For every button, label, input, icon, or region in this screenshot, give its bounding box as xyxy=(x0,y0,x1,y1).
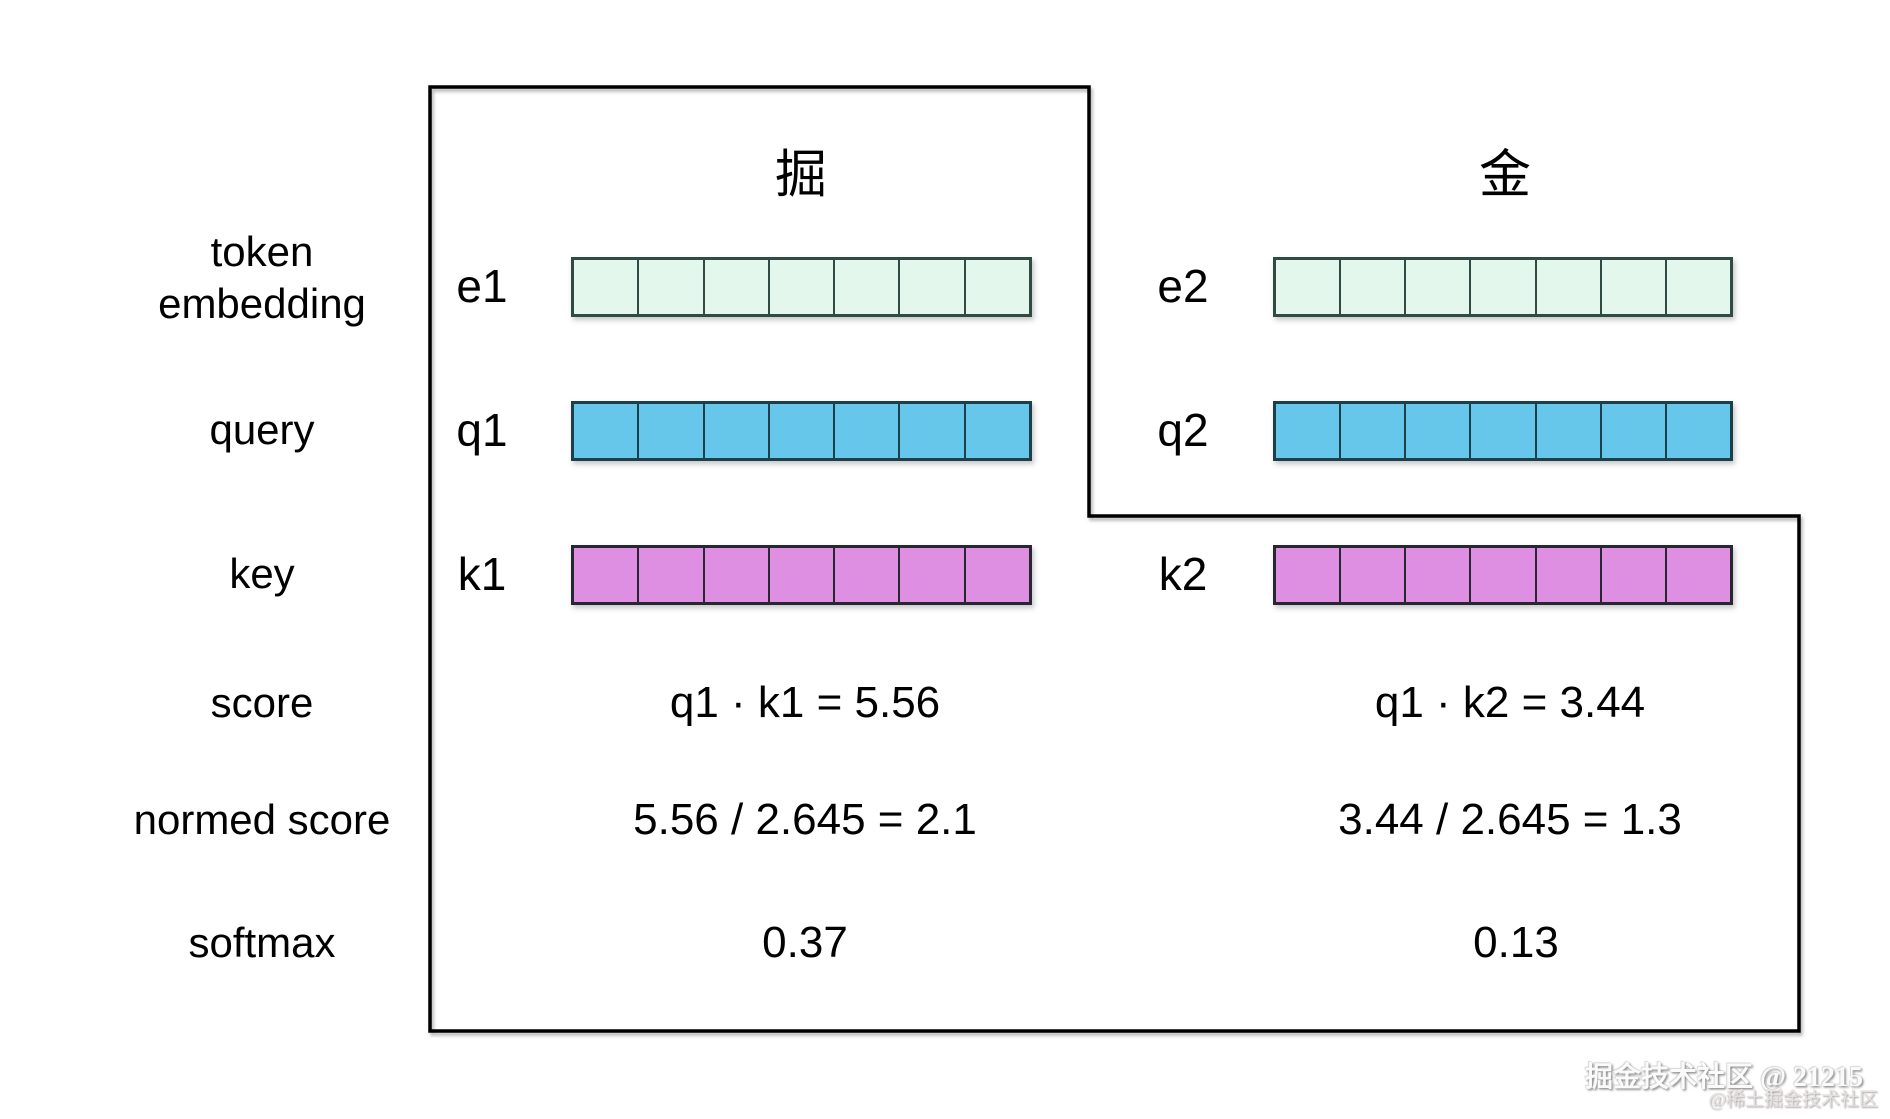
vector-cell xyxy=(1667,260,1730,314)
watermark-community-line1: 掘金技术社区 @ 21215 xyxy=(1584,1062,1863,1093)
vector-label-k2: k2 xyxy=(1158,548,1208,600)
row-label-query: query xyxy=(209,406,315,453)
row-label-softmax: softmax xyxy=(188,919,336,966)
row-label-token-embedding-line2: embedding xyxy=(158,280,366,327)
vector-cell xyxy=(1537,260,1602,314)
vector-label-k1: k1 xyxy=(457,548,507,600)
vector-cell xyxy=(770,548,836,602)
vector-cell xyxy=(1276,404,1342,458)
vector-cell xyxy=(966,548,1029,602)
row-label-token-embedding: token embedding xyxy=(158,226,366,330)
vector-cell xyxy=(835,260,901,314)
normed-score-value-col1: 5.56 / 2.645 = 2.1 xyxy=(633,795,977,844)
vector-cell xyxy=(1602,260,1667,314)
vector-cell xyxy=(705,404,770,458)
watermark-community-line2: @稀土掘金技术社区 xyxy=(1708,1089,1879,1111)
vector-cell xyxy=(1537,404,1602,458)
query-vector-q1 xyxy=(571,401,1032,461)
key-vector-k1 xyxy=(571,545,1032,605)
normed-score-value-col2: 3.44 / 2.645 = 1.3 xyxy=(1338,795,1682,844)
row-label-key: key xyxy=(229,550,295,597)
vector-cell xyxy=(1602,548,1667,602)
vector-cell xyxy=(966,260,1029,314)
vector-cell xyxy=(770,260,836,314)
vector-cell xyxy=(574,404,640,458)
vector-cell xyxy=(1341,404,1407,458)
vector-cell xyxy=(639,260,705,314)
vector-cell xyxy=(770,404,836,458)
vector-cell xyxy=(705,548,770,602)
vector-label-q1: q1 xyxy=(456,404,508,456)
row-label-normed-score: normed score xyxy=(133,796,391,843)
softmax-value-col1: 0.37 xyxy=(762,918,848,967)
vector-cell xyxy=(639,404,705,458)
vector-cell xyxy=(1276,260,1342,314)
vector-cell xyxy=(705,260,770,314)
vector-cell xyxy=(1341,548,1407,602)
column-header-token-2: 金 xyxy=(1478,146,1532,205)
embedding-vector-e1 xyxy=(571,257,1032,317)
vector-cell xyxy=(1602,404,1667,458)
vector-label-e2: e2 xyxy=(1157,260,1209,312)
vector-cell xyxy=(1667,548,1730,602)
vector-cell xyxy=(900,404,966,458)
vector-cell xyxy=(1471,548,1537,602)
row-label-score: score xyxy=(210,679,314,726)
vector-cell xyxy=(966,404,1029,458)
vector-label-q2: q2 xyxy=(1157,404,1209,456)
vector-cell xyxy=(1537,548,1602,602)
column-header-token-1: 掘 xyxy=(774,146,828,205)
vector-cell xyxy=(1406,404,1472,458)
vector-cell xyxy=(1276,548,1342,602)
vector-cell xyxy=(1471,260,1537,314)
embedding-vector-e2 xyxy=(1273,257,1733,317)
vector-cell xyxy=(1667,404,1730,458)
row-label-token-embedding-line1: token xyxy=(210,228,314,275)
score-value-col2: q1 · k2 = 3.44 xyxy=(1374,678,1646,727)
query-vector-q2 xyxy=(1273,401,1733,461)
vector-cell xyxy=(1471,404,1537,458)
vector-cell xyxy=(900,548,966,602)
vector-cell xyxy=(574,260,640,314)
vector-cell xyxy=(835,548,901,602)
score-value-col1: q1 · k1 = 5.56 xyxy=(669,678,941,727)
vector-cell xyxy=(1406,548,1472,602)
vector-label-e1: e1 xyxy=(456,260,508,312)
vector-cell xyxy=(639,548,705,602)
vector-cell xyxy=(574,548,640,602)
vector-cell xyxy=(835,404,901,458)
vector-cell xyxy=(1406,260,1472,314)
vector-cell xyxy=(900,260,966,314)
softmax-value-col2: 0.13 xyxy=(1473,918,1559,967)
vector-cell xyxy=(1341,260,1407,314)
key-vector-k2 xyxy=(1273,545,1733,605)
